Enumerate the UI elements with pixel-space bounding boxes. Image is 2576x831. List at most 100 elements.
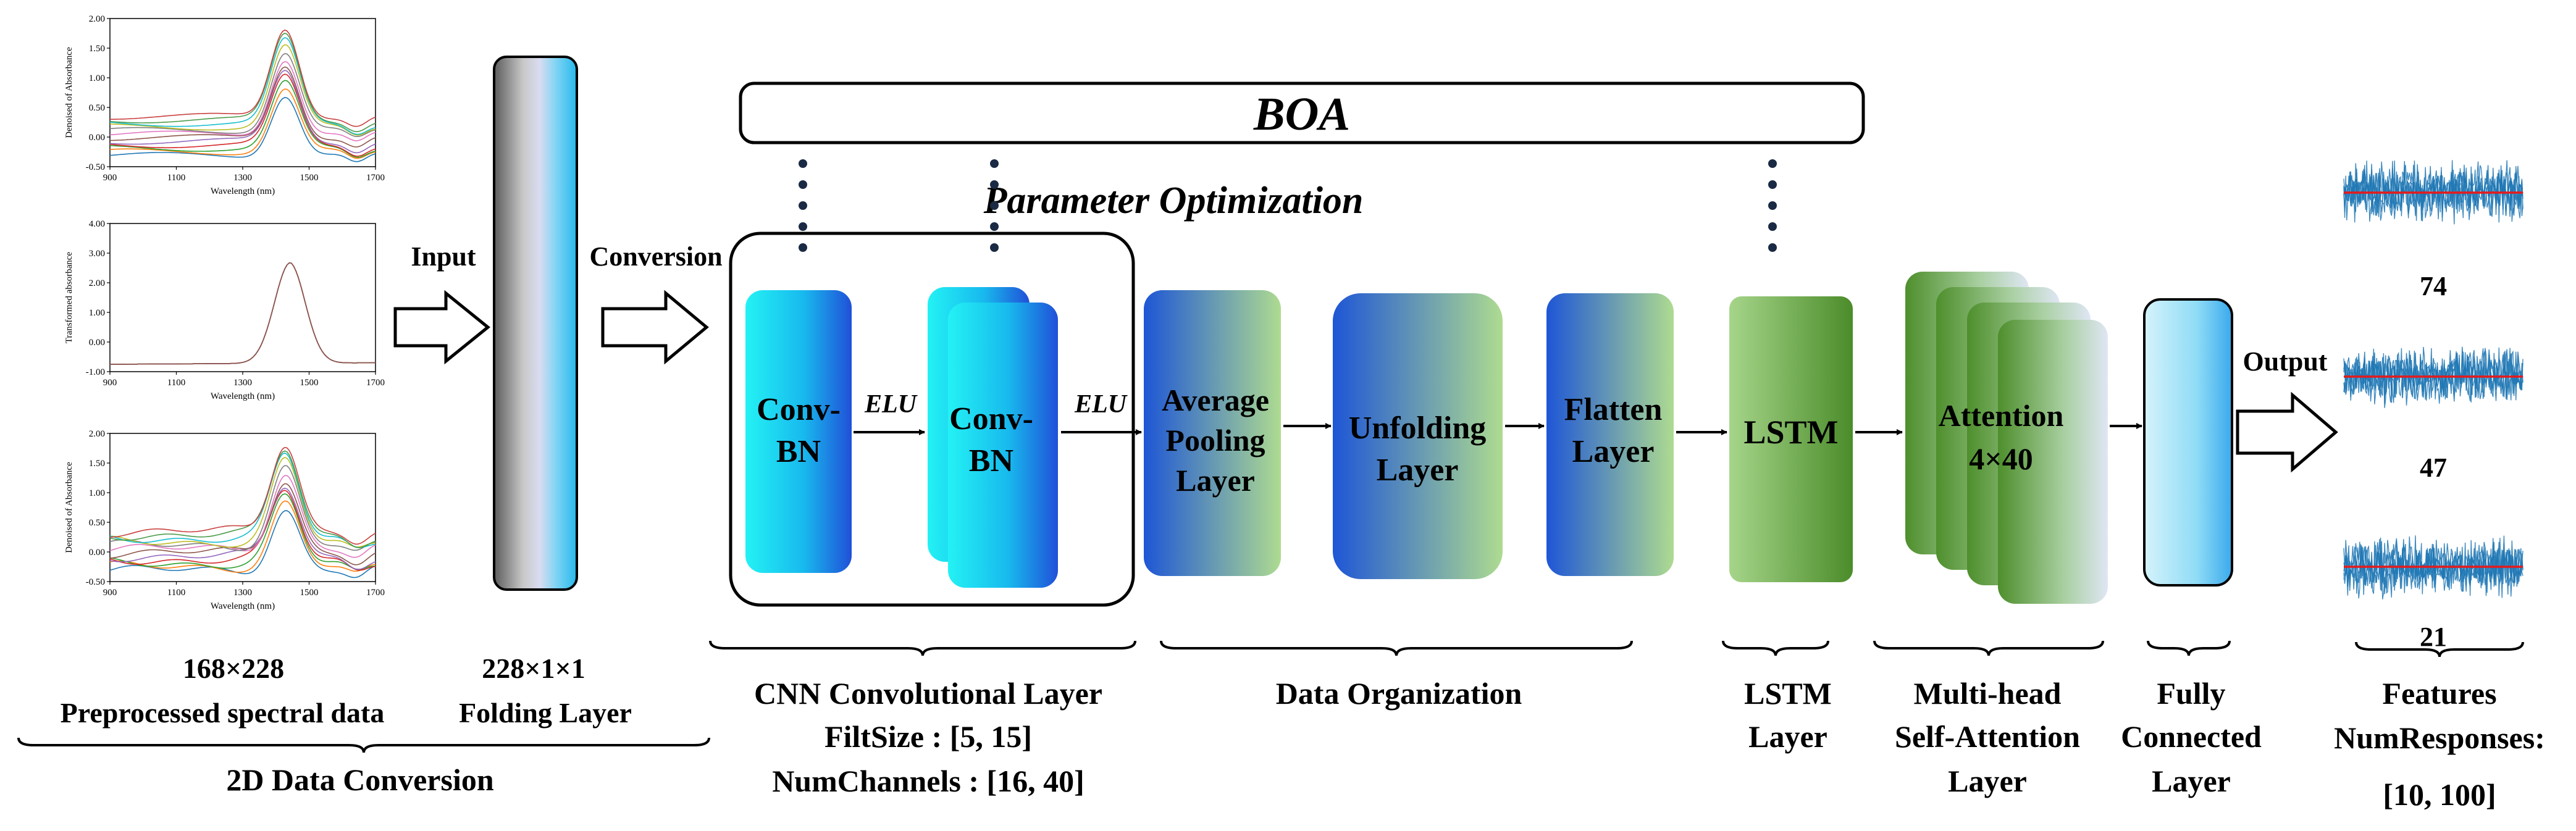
spectrum-ytick: 1.00: [89, 488, 105, 498]
mhsa-caption-3: Layer: [1948, 764, 2027, 798]
spectrum-curve: [109, 483, 376, 566]
spectrum-ytick: 0.50: [89, 518, 105, 528]
attention-line1: Attention: [1939, 398, 2064, 433]
spectrum-ytick: 1.00: [89, 73, 105, 83]
mhsa-caption-1: Multi-head: [1914, 676, 2062, 711]
attention-head-4: [1998, 320, 2108, 604]
features-caption-3: [10, 100]: [2383, 777, 2496, 812]
conv-bn-block-1: [745, 290, 852, 573]
signal-trace: [2343, 535, 2524, 599]
link-dot: [990, 159, 999, 168]
attention-line2: 4×40: [1969, 441, 2033, 476]
spectrum-xtick: 1700: [366, 173, 385, 183]
link-dot: [1768, 243, 1777, 252]
lstm-label: LSTM: [1743, 414, 1838, 451]
elu-label-1: ELU: [864, 390, 918, 419]
spectrum-xtick: 1500: [300, 588, 319, 598]
link-dot: [799, 243, 807, 252]
spectrum-curve: [109, 450, 376, 548]
link-dot: [1768, 159, 1777, 168]
features-caption-1: Features: [2382, 676, 2496, 711]
average-pooling-block: [1144, 290, 1281, 576]
spectrum-ylabel: Transformed absorbance: [64, 252, 74, 343]
output-value-1: 74: [2420, 271, 2447, 301]
conv-bn-1-line1: Conv-: [757, 392, 841, 427]
spectrum-xtick: 1100: [167, 378, 185, 388]
brace: [17, 737, 710, 753]
spectrum-ytick: 4.00: [89, 219, 105, 229]
spectrum-ytick: 2.00: [89, 278, 105, 288]
cnn-caption-2: FiltSize : [5, 15]: [824, 719, 1032, 754]
grouping-braces: [17, 640, 2524, 753]
fully-connected-block: [2143, 298, 2233, 587]
spectrum-xtick: 1700: [366, 378, 385, 388]
unfold-line2: Layer: [1377, 453, 1459, 488]
spectrum-curve: [109, 457, 375, 548]
fold-desc: Folding Layer: [459, 697, 632, 729]
parameter-optimization-label: Parameter Optimization: [983, 180, 1364, 222]
spectrum-xtick: 1700: [366, 588, 385, 598]
conversion-arrow: [601, 290, 709, 365]
fc-caption-1: Fully: [2157, 676, 2225, 711]
output-label: Output: [2243, 346, 2328, 377]
boa-bar: [739, 81, 1865, 144]
unfolding-block: [1333, 293, 1503, 579]
avgpool-line1: Average: [1162, 383, 1269, 417]
output-signal-1: [2343, 160, 2524, 225]
lstm-block: [1729, 296, 1853, 582]
link-dot: [1768, 222, 1777, 231]
spectrum-curve: [109, 52, 376, 138]
signal-trace: [2343, 348, 2524, 404]
conv-bn-2-line2: BN: [969, 443, 1013, 478]
spectrum-curve: [109, 73, 376, 157]
output-signal-3: [2343, 535, 2524, 599]
spectrum-curve: [109, 490, 376, 571]
spectrum-xlabel: Wavelength (nm): [211, 601, 275, 611]
output-arrow: [2236, 391, 2338, 473]
avgpool-line3: Layer: [1176, 463, 1255, 498]
input-label: Input: [411, 241, 476, 272]
spectrum-curve: [109, 510, 376, 578]
output-value-2: 47: [2420, 453, 2447, 483]
spectrum-xtick: 1500: [300, 378, 319, 388]
input-arrow: [393, 290, 490, 365]
spectrum-xtick: 1300: [233, 173, 252, 183]
spectrum-xtick: 900: [103, 173, 117, 183]
lstm-caption-2: Layer: [1748, 719, 1827, 754]
spectrum-ytick: 2.00: [89, 429, 105, 439]
spectrum-xlabel: Wavelength (nm): [211, 186, 275, 196]
brace: [1722, 640, 1829, 656]
spectrum-ytick: 3.00: [89, 249, 105, 259]
cnn-caption-3: NumChannels : [16, 40]: [772, 764, 1085, 798]
signal-trace: [2343, 347, 2524, 408]
spectrum-curve: [110, 29, 376, 127]
spectrum-ylabel: Denoised of Absorbance: [64, 47, 74, 138]
spectrum-ytick: 1.50: [89, 459, 105, 469]
optimization-links: [799, 159, 1777, 252]
signal-trace: [2343, 537, 2524, 598]
spectrum-curve: [109, 66, 376, 148]
brace: [2355, 641, 2524, 658]
spectrum-xtick: 1100: [167, 173, 185, 183]
link-dot: [799, 201, 807, 210]
spectrum-curve: [109, 487, 376, 570]
spectrum-xtick: 900: [103, 378, 117, 388]
spectrum-ytick: -0.50: [86, 577, 105, 587]
avgpool-line2: Pooling: [1165, 423, 1265, 457]
spectrum-xtick: 1500: [300, 173, 319, 183]
spectrum-ytick: 1.50: [89, 44, 105, 54]
spectrum-curve: [110, 262, 375, 365]
flatten-line2: Layer: [1572, 434, 1655, 469]
data-organization-caption: Data Organization: [1276, 676, 1522, 711]
link-dot: [990, 201, 999, 210]
signal-trace: [2343, 535, 2524, 599]
spectrum-curve: [109, 70, 376, 154]
spectrum-xtick: 900: [103, 588, 117, 598]
link-dot: [1768, 180, 1777, 189]
spectrum-ytick: 2.00: [89, 14, 105, 24]
spectrum-curve: [109, 33, 376, 132]
conv-bn-2-line1: Conv-: [949, 401, 1033, 436]
spectrum-curve: [109, 44, 376, 136]
spectrum-curve: [109, 465, 376, 551]
